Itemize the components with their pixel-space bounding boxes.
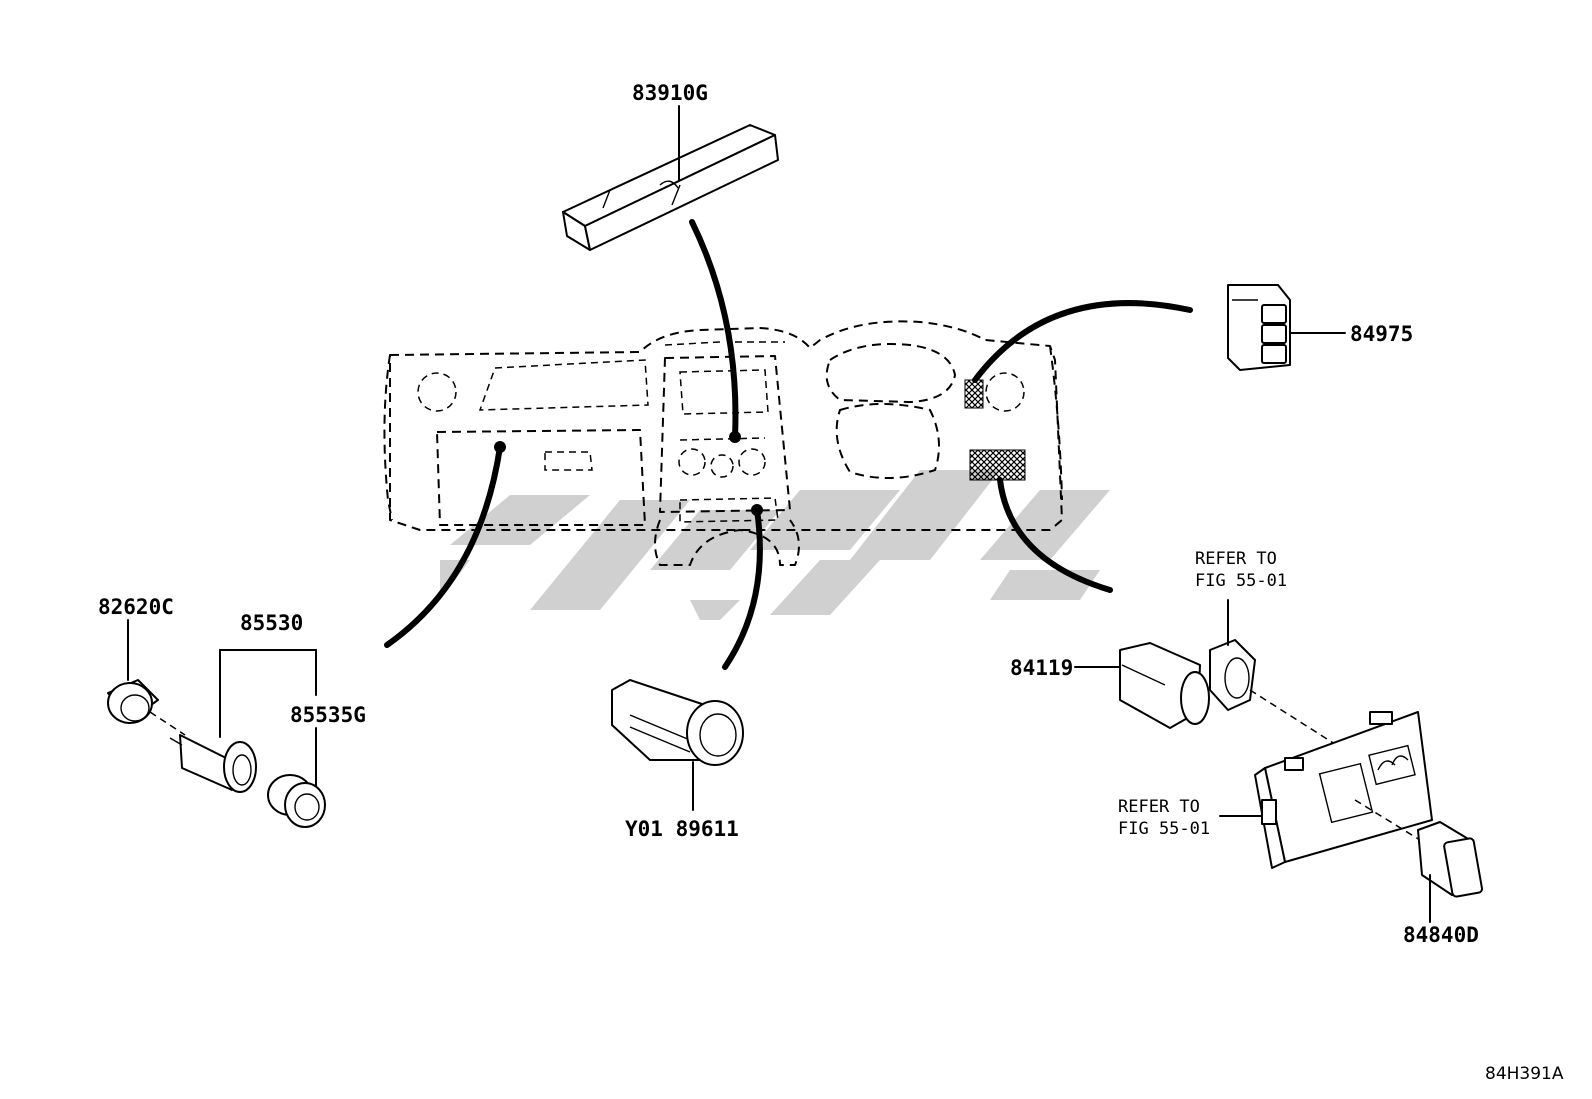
dashboard-outline <box>383 320 1063 566</box>
switch-location-hatch-upper <box>964 379 984 409</box>
refer-note-top-line1: REFER TO <box>1195 549 1277 569</box>
refer-note-top-line2: FIG 55-01 <box>1195 571 1287 591</box>
part-84975-drawing <box>1227 284 1346 371</box>
part-number-82620C: 82620C <box>98 595 174 619</box>
part-number-84975: 84975 <box>1350 322 1413 346</box>
part-83910G-drawing <box>562 105 779 251</box>
part-number-Y0189611: Y01 89611 <box>625 817 739 841</box>
refer-note-bottom-line1: REFER TO <box>1118 797 1200 817</box>
leader-lines <box>384 219 1193 670</box>
part-number-85530: 85530 <box>240 611 303 635</box>
small-switch-refer-top <box>1209 599 1361 761</box>
part-84840D-drawing <box>1417 821 1484 923</box>
part-85535G-drawing <box>267 727 326 828</box>
part-82620C-drawing <box>107 619 186 736</box>
part-84119-drawing <box>1074 642 1210 729</box>
part-number-84119: 84119 <box>1010 656 1073 680</box>
watermark-logo <box>440 470 1110 620</box>
figure-id: 84H391A <box>1485 1064 1564 1084</box>
switch-location-hatch-lower <box>969 449 1026 481</box>
part-number-84840D: 84840D <box>1403 923 1479 947</box>
part-number-83910G: 83910G <box>632 81 708 105</box>
switch-panel-drawing <box>1219 711 1433 869</box>
part-Y0189611-drawing <box>611 679 744 811</box>
part-85530-drawing <box>169 649 317 793</box>
refer-note-bottom-line2: FIG 55-01 <box>1118 819 1210 839</box>
part-number-85535G: 85535G <box>290 703 366 727</box>
